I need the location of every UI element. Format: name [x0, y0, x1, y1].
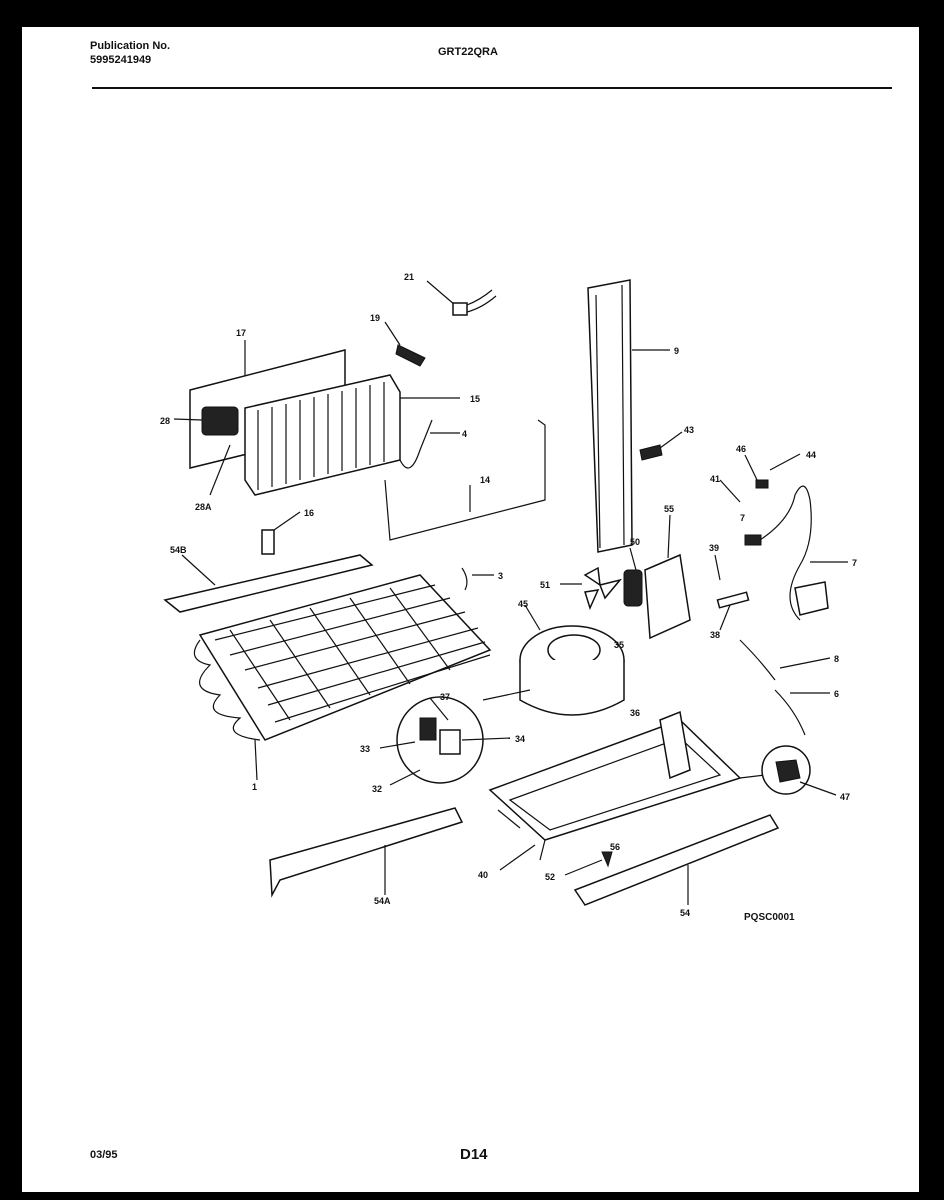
parts-page: Publication No. 5995241949 GRT22QRA [22, 27, 919, 1192]
callout-40: 40 [478, 870, 488, 880]
part-21-connector [426, 280, 497, 316]
part-1-condenser [193, 574, 492, 781]
part-9-air-channel [587, 279, 670, 553]
part-55-fan-bracket [644, 514, 691, 640]
callout-34: 34 [515, 734, 525, 744]
callout-38: 38 [710, 630, 720, 640]
exploded-parts-diagram: 21 19 17 15 4 14 28 28A 16 9 43 46 44 41… [160, 272, 857, 923]
callout-15: 15 [470, 394, 480, 404]
callout-14: 14 [480, 475, 490, 485]
part-8-6-relay-parts [739, 639, 831, 736]
callout-44: 44 [806, 450, 816, 460]
callout-36: 36 [630, 708, 640, 718]
footer-page-number: D14 [460, 1146, 488, 1163]
part-37-relay-detail [379, 689, 531, 786]
part-54a-rail [269, 807, 464, 898]
drawing-code: PQSC0001 [744, 912, 795, 923]
callout-4: 4 [462, 429, 467, 439]
model-number: GRT22QRA [438, 46, 498, 58]
callout-16: 16 [304, 508, 314, 518]
part-4-tube [399, 419, 460, 469]
part-43-screw [639, 431, 683, 461]
callout-46: 46 [736, 444, 746, 454]
callout-labels: 21 19 17 15 4 14 28 28A 16 9 43 46 44 41… [160, 272, 857, 923]
part-38-tube [714, 554, 750, 631]
part-54-rail [573, 814, 780, 906]
callout-55: 55 [664, 504, 674, 514]
header-rule [92, 87, 892, 89]
part-56-screw [564, 851, 613, 876]
callout-21: 21 [404, 272, 414, 282]
part-14-drain-tube [384, 419, 546, 541]
callout-50: 50 [630, 537, 640, 547]
callout-1: 1 [252, 782, 257, 792]
callout-56: 56 [610, 842, 620, 852]
callout-6: 6 [834, 689, 839, 699]
part-7-power-cord [719, 453, 848, 621]
callout-52: 52 [545, 872, 555, 882]
callout-54b: 54B [170, 545, 187, 555]
callout-51: 51 [540, 580, 550, 590]
part-3-clip [461, 567, 494, 591]
callout-8: 8 [834, 654, 839, 664]
part-19-wire-clip [384, 321, 426, 367]
callout-9: 9 [674, 346, 679, 356]
callout-35: 35 [614, 640, 624, 650]
callout-33: 33 [360, 744, 370, 754]
callout-28: 28 [160, 416, 170, 426]
part-54b-rail [163, 554, 374, 613]
part-50-fan-motor [623, 547, 643, 607]
callout-54: 54 [680, 908, 690, 918]
part-15-evaporator-coil [244, 374, 460, 496]
callout-45: 45 [518, 599, 528, 609]
callout-47: 47 [840, 792, 850, 802]
callout-54a: 54A [374, 896, 391, 906]
part-40-compressor-base [488, 710, 766, 871]
callout-17: 17 [236, 328, 246, 338]
part-28-defrost-timer [173, 406, 239, 496]
callout-7a: 7 [740, 513, 745, 523]
part-16-bracket [261, 511, 301, 555]
footer-date: 03/95 [90, 1149, 118, 1161]
callout-39: 39 [709, 543, 719, 553]
publication-number: 5995241949 [90, 54, 152, 66]
callout-28a: 28A [195, 502, 212, 512]
callout-43: 43 [684, 425, 694, 435]
callout-7b: 7 [852, 558, 857, 568]
part-51-fan-blade [560, 566, 623, 611]
publication-label: Publication No. [90, 40, 171, 52]
callout-32: 32 [372, 784, 382, 794]
callout-41: 41 [710, 474, 720, 484]
part-47-grommet [761, 745, 837, 796]
part-45-compressor [519, 604, 625, 716]
callout-19: 19 [370, 313, 380, 323]
callout-37: 37 [440, 692, 450, 702]
callout-3: 3 [498, 571, 503, 581]
